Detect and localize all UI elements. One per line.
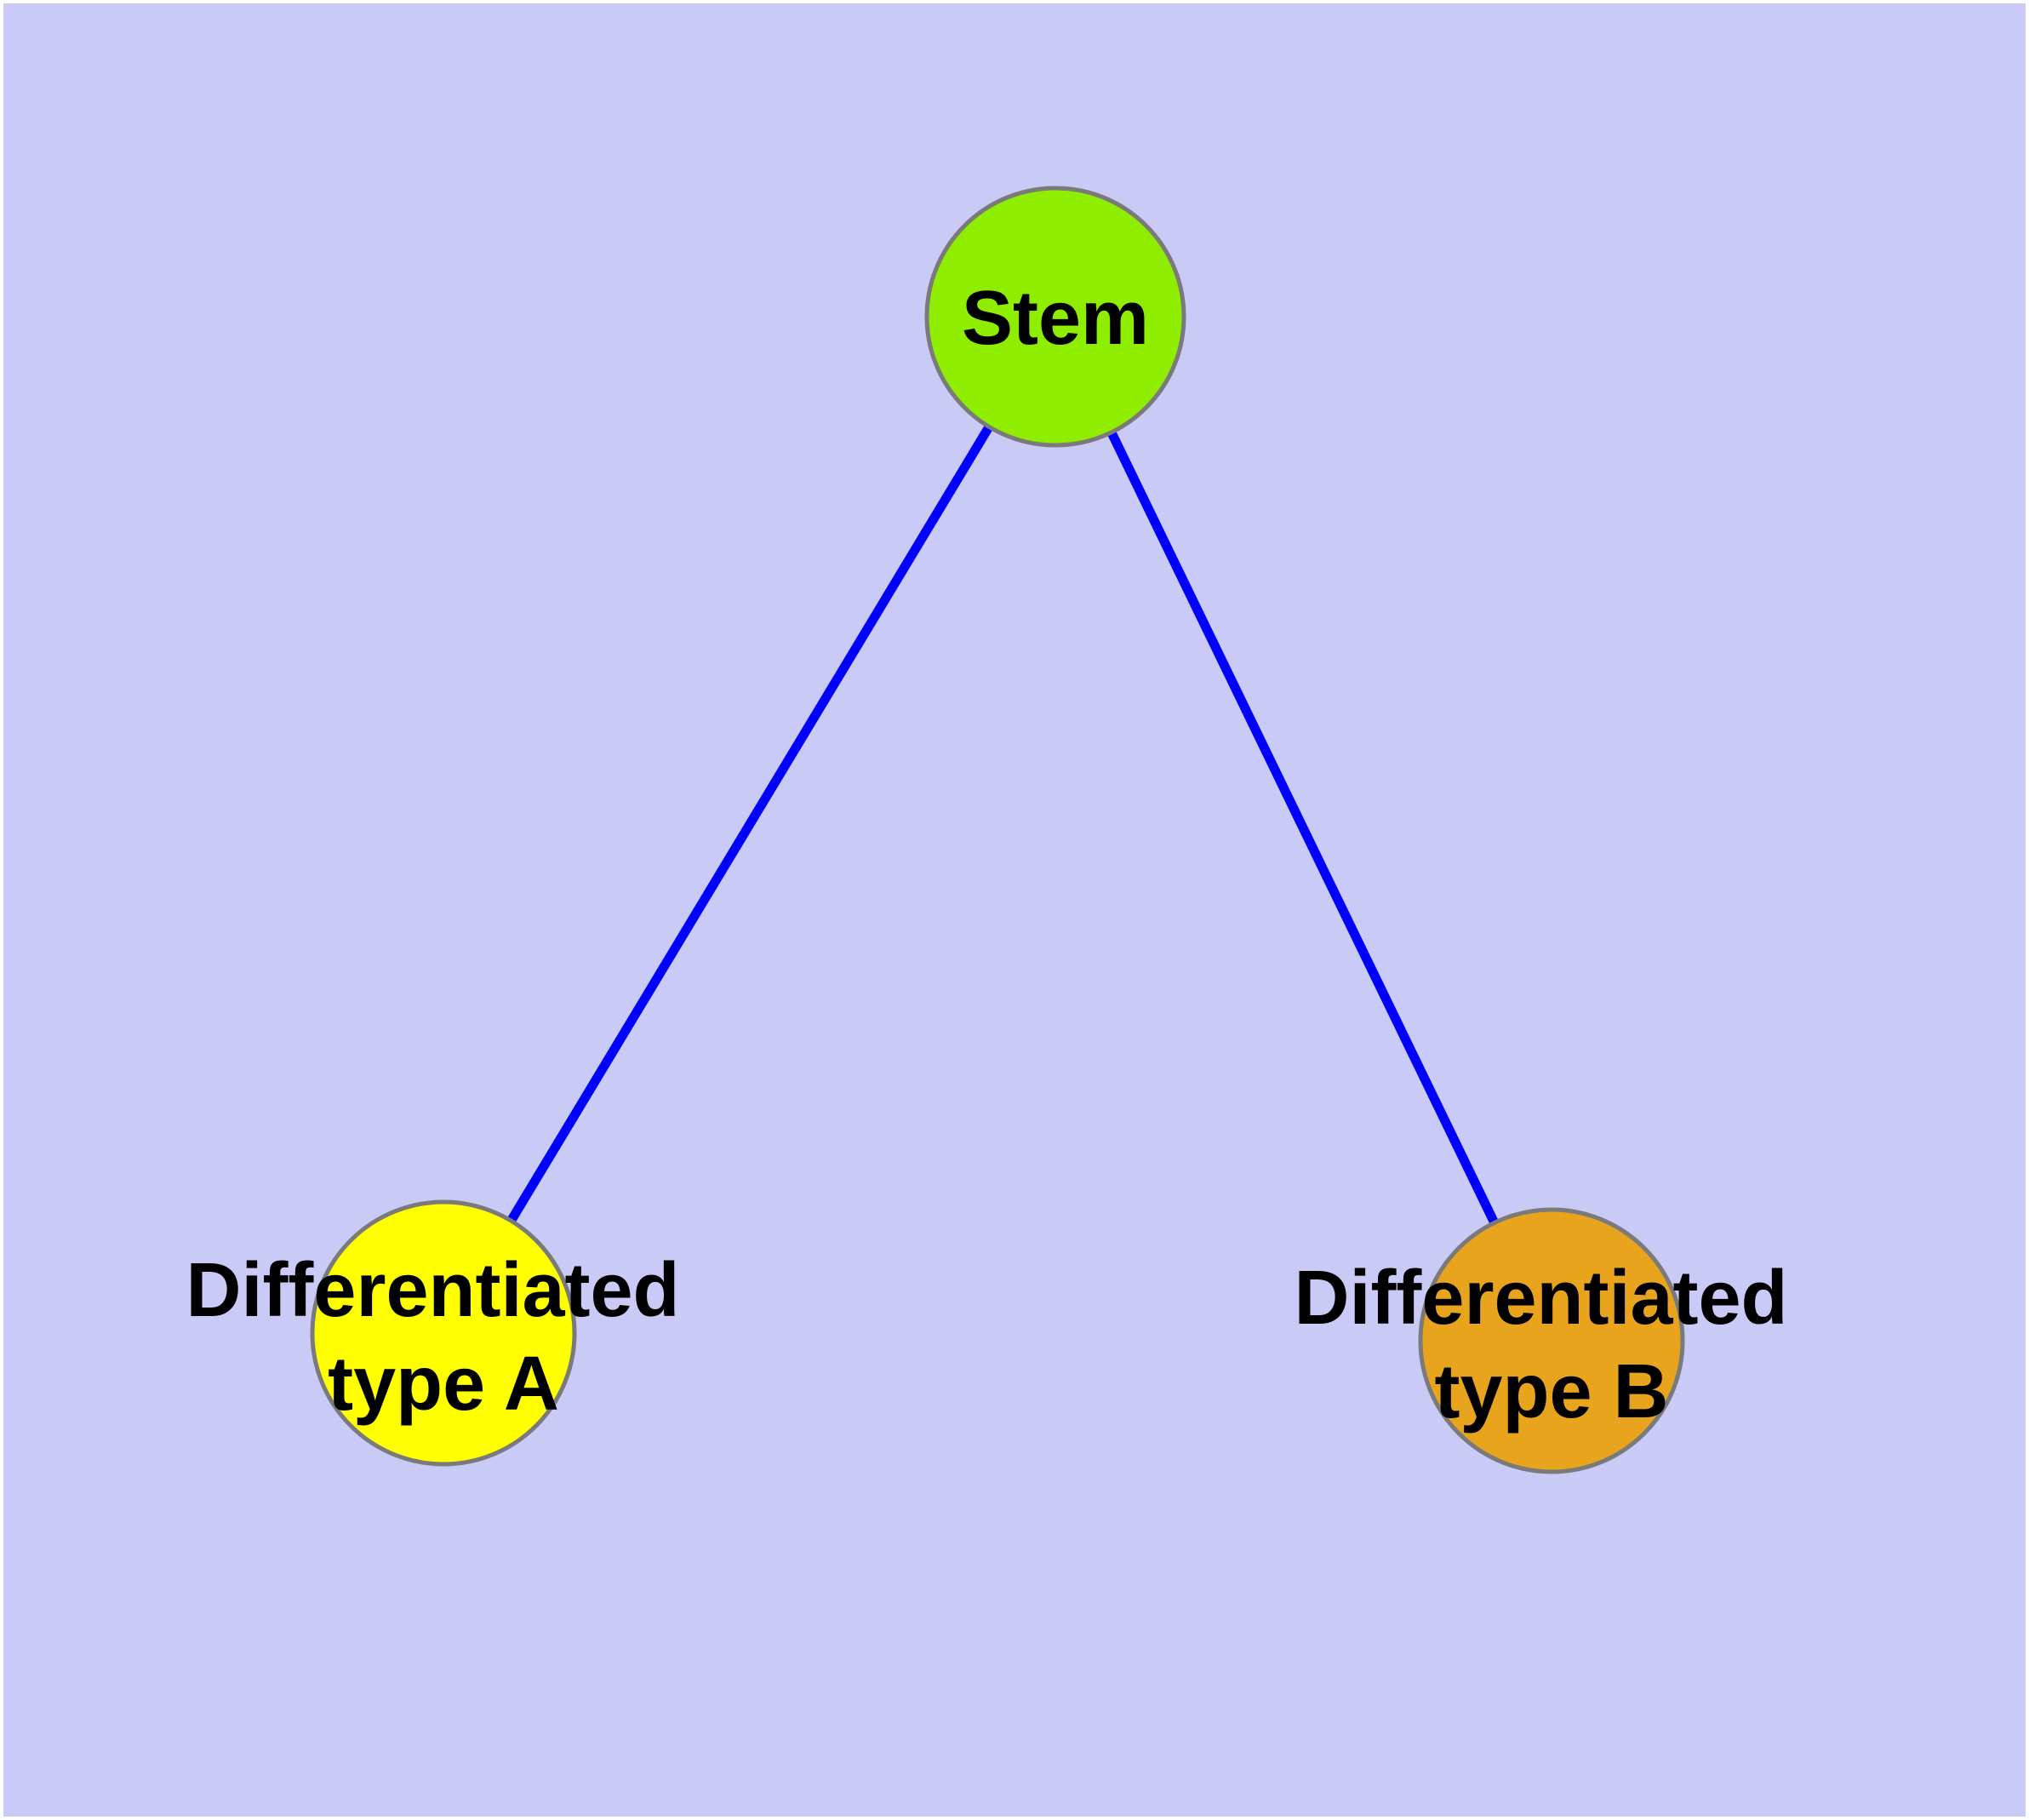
node-stem: Stem [924, 186, 1186, 448]
node-stem-circle [924, 186, 1186, 448]
edge-stem-to-type-b [1051, 314, 1556, 1343]
node-differentiated-type-b: Differentiated type B [1294, 1207, 1809, 1474]
node-type-a-label-line1: Differentiated [186, 1248, 679, 1333]
node-differentiated-type-a: Differentiated type A [186, 1199, 700, 1467]
node-type-b-label: Differentiated type B [1294, 1256, 1809, 1434]
node-type-a-circle [310, 1199, 577, 1467]
node-type-a-label-line2: type A [328, 1342, 559, 1427]
node-type-b-label-line1: Differentiated [1294, 1256, 1787, 1341]
edge-layer [439, 314, 1556, 1343]
node-stem-label: Stem [962, 276, 1149, 361]
node-type-a-label: Differentiated type A [186, 1248, 700, 1427]
node-type-b-label-line2: type B [1434, 1349, 1668, 1434]
edge-stem-to-type-a [439, 314, 1060, 1336]
node-type-b-circle [1418, 1207, 1685, 1474]
